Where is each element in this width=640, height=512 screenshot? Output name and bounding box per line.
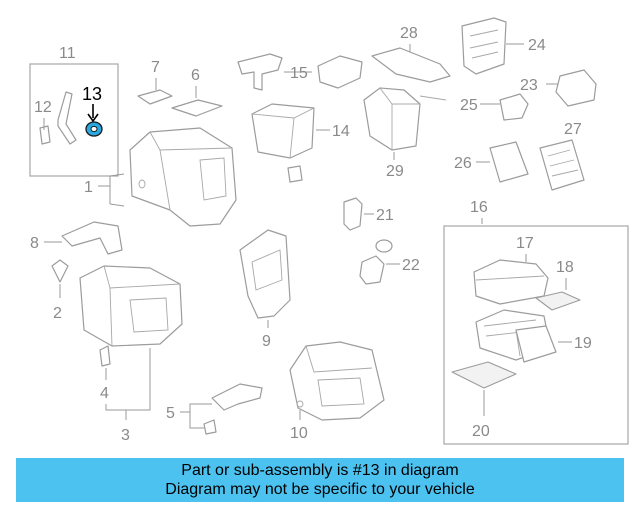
part-17-armrest-lid [473,259,549,305]
part-9-trim-panel [239,229,291,319]
part-15b [317,55,363,89]
part-1-console [129,127,237,227]
callout-14: 14 [332,123,350,140]
group-box-16 [443,225,629,445]
part-15-bracket [237,53,283,91]
callout-2: 2 [53,305,62,322]
part-10-base [289,341,385,421]
callout-21: 21 [376,207,394,224]
part-6 [171,99,223,117]
callout-16: 16 [470,199,488,216]
part-8 [61,221,123,255]
callout-27: 27 [564,121,582,138]
callout-7: 7 [151,59,160,76]
callout-18: 18 [556,259,574,276]
callout-20: 20 [472,423,490,440]
callout-29: 29 [386,163,404,180]
part-29-mechanism [363,87,447,151]
callout-3: 3 [121,427,130,444]
callout-5: 5 [166,405,175,422]
part-19-hinge [475,309,557,363]
callout-9: 9 [262,333,271,350]
callout-24: 24 [528,37,546,54]
callout-12: 12 [34,99,52,116]
callout-15: 15 [290,65,308,82]
callout-6: 6 [191,67,200,84]
part-26-panel [489,141,529,183]
callout-17: 17 [516,235,534,252]
part-12-bracket [39,91,77,145]
part-7 [137,89,173,105]
part-21-socket [343,197,363,231]
banner-line-1: Part or sub-assembly is #13 in diagram [181,462,459,479]
callout-8: 8 [30,235,39,252]
callout-19: 19 [574,335,592,352]
part-28-rail [371,47,451,83]
callout-11: 11 [59,45,76,62]
part-13-highlighted [85,121,103,137]
leader-13-arrow [87,104,99,123]
leader-3 [105,348,151,420]
group-box-11 [29,63,119,177]
part-25 [499,93,529,121]
part-20-tray [451,361,517,389]
part-4 [99,345,111,367]
part-5 [203,383,263,435]
part-3-lower-console [79,265,183,347]
part-18-pad [535,291,581,311]
part-22-outlet [359,239,393,285]
callout-28: 28 [400,25,418,42]
callout-1: 1 [84,179,93,196]
part-2 [51,259,69,283]
part-14-tray [251,103,315,183]
banner-line-2: Diagram may not be specific to your vehi… [165,481,475,498]
callout-22: 22 [402,257,420,274]
callout-26: 26 [454,155,472,172]
callout-4: 4 [100,385,109,402]
callout-13: 13 [82,84,102,104]
part-23-knob [555,69,597,107]
callout-10: 10 [290,425,308,442]
callout-25: 25 [460,97,478,114]
part-24-module [461,17,507,75]
callout-23: 23 [520,77,538,94]
info-banner: Part or sub-assembly is #13 in diagram D… [16,458,624,502]
part-27-switch-panel [539,139,585,191]
